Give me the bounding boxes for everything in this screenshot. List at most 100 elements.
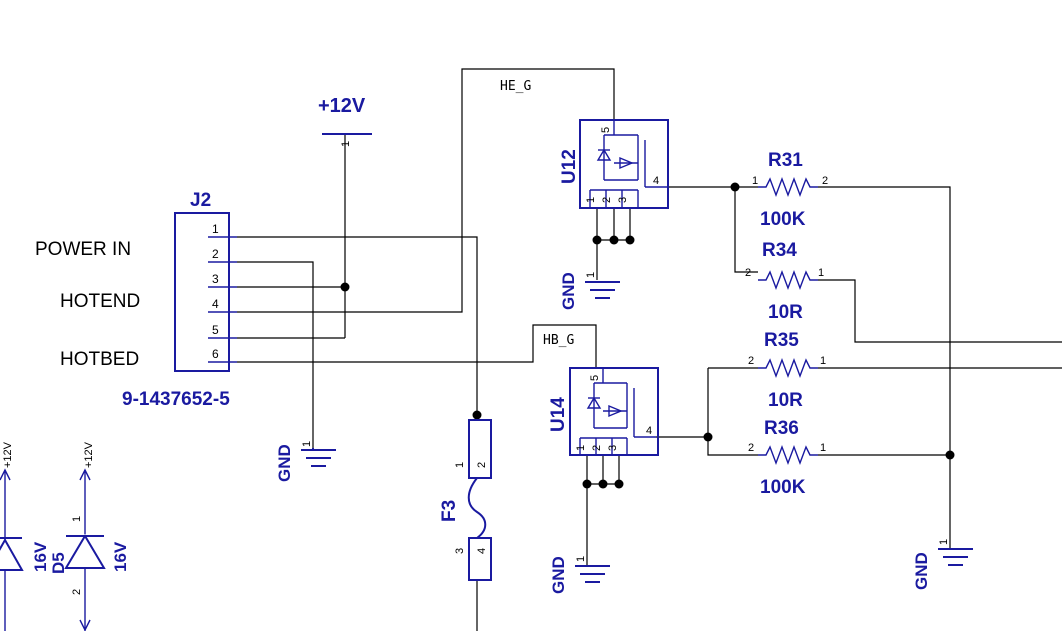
pin-number: 6 (212, 347, 219, 361)
gnd-pin-number: 1 (301, 441, 313, 447)
junction-u14-s3 (614, 479, 624, 489)
label-hotbed: HOTBED (60, 349, 139, 370)
resistor-r31: R31 100K 1 2 (752, 150, 828, 230)
gnd-pin-number: 1 (938, 539, 950, 545)
resistor-zigzag (758, 270, 818, 290)
mosfet-pin: 4 (653, 175, 659, 187)
resistor-zigzag (758, 445, 818, 465)
mosfet-ref: U14 (548, 397, 569, 432)
rail-arrow (79, 468, 91, 481)
junction-u14-s2 (598, 479, 608, 489)
net-label-he-g: HE_G (500, 79, 531, 94)
mosfet-pin: 1 (575, 445, 587, 451)
resistor-pin: 1 (820, 355, 826, 367)
junction-u14-s1 (582, 479, 592, 489)
rail-label: +12V (83, 441, 95, 468)
diode-pin: 2 (71, 589, 83, 595)
connector-j2: J2 9-1437652-5 1 2 3 4 5 6 (122, 190, 237, 410)
label-power-in: POWER IN (35, 239, 131, 260)
resistor-pin: 1 (818, 267, 824, 279)
resistor-zigzag (758, 177, 818, 197)
wire-r34-right (818, 279, 1062, 343)
pin-number: 4 (212, 297, 219, 311)
wire-u12-gate (668, 186, 758, 273)
resistor-value: 100K (760, 209, 806, 230)
pin-number: 3 (212, 272, 219, 286)
gnd-symbol-u14: GND 1 (549, 556, 610, 594)
gnd-label: GND (549, 556, 568, 594)
gnd-symbol-r36: GND 1 (912, 539, 973, 590)
body-diode (586, 396, 602, 409)
resistor-pin: 2 (745, 267, 751, 279)
gnd-pin-number: 1 (585, 272, 597, 278)
resistor-value: 10R (768, 390, 803, 411)
mosfet-pin: 5 (589, 375, 601, 381)
resistor-r34: R34 10R 2 1 (745, 240, 824, 323)
diode-value: 16V (31, 541, 50, 572)
pin-number: 5 (212, 323, 219, 337)
mosfet-pin: 1 (585, 197, 597, 203)
wire-power-in (237, 236, 478, 415)
power-pin-number: 1 (340, 141, 352, 147)
gnd-symbol-j2: GND 1 (275, 441, 336, 482)
resistor-ref: R35 (764, 330, 799, 351)
gnd-label: GND (275, 444, 294, 482)
body-diode (596, 148, 612, 161)
diode-left-partial: +12V 16V (0, 441, 50, 631)
resistor-pin: 2 (748, 355, 754, 367)
diode-triangle (64, 534, 106, 569)
wires (237, 68, 1062, 631)
fuse-ref: F3 (439, 500, 460, 522)
diode-ref: D5 (49, 552, 68, 574)
junctions (340, 182, 955, 489)
fuse-pin: 3 (454, 548, 466, 554)
resistor-ref: R31 (768, 150, 803, 171)
gnd-label: GND (912, 552, 931, 590)
mosfet-u14: U14 5 1 2 3 4 (548, 367, 659, 456)
junction-12v (340, 282, 350, 292)
rail-label: +12V (2, 441, 14, 468)
junction-u12-s3 (625, 235, 635, 245)
mosfet-body (579, 119, 669, 209)
fuse-f3: F3 1 2 3 4 (439, 419, 492, 581)
resistor-r35: R35 10R 2 1 (748, 330, 826, 411)
wire-r31-right (818, 186, 951, 548)
resistor-value: 10R (768, 302, 803, 323)
resistor-zigzag (758, 358, 818, 378)
net-label-hb-g: HB_G (543, 333, 574, 348)
wire-pin2-gnd (237, 261, 314, 448)
junction-u12-s1 (592, 235, 602, 245)
label-hotend: HOTEND (60, 291, 140, 312)
mosfet-pin: 5 (600, 127, 612, 133)
pin-number: 2 (212, 247, 219, 261)
mosfet-pin: 4 (646, 425, 652, 437)
mosfet-u12: U12 5 1 2 3 4 (559, 119, 669, 209)
fuse-terminal (468, 537, 492, 581)
resistor-value: 100K (760, 477, 806, 498)
gnd-symbol-u12: GND 1 (559, 272, 620, 310)
mosfet-pin: 3 (607, 445, 619, 451)
junction-u14-gate (703, 432, 713, 442)
resistor-ref: R34 (762, 240, 797, 261)
resistor-pin: 1 (820, 442, 826, 454)
junction-r36 (945, 450, 955, 460)
diode-triangle (0, 537, 24, 571)
gnd-pin-number: 1 (575, 556, 587, 562)
fuse-pin: 1 (454, 462, 466, 468)
junction-u12-s2 (609, 235, 619, 245)
gnd-label: GND (559, 272, 578, 310)
connector-body (174, 212, 230, 372)
resistor-ref: R36 (764, 418, 799, 439)
fuse-terminal (468, 419, 492, 479)
rail-arrow (0, 468, 11, 481)
diode-pin: 1 (71, 516, 83, 522)
diode-d5: +12V 1 2 D5 16V (49, 441, 130, 631)
pin-number: 1 (212, 222, 219, 236)
wire-r35-left (707, 368, 758, 456)
junction-u12-gate (730, 182, 740, 192)
resistor-pin: 2 (822, 175, 828, 187)
junction-fuse (472, 410, 482, 420)
fuse-pin: 2 (476, 462, 488, 468)
wire-hotbed (237, 324, 597, 368)
resistor-pin: 2 (748, 442, 754, 454)
